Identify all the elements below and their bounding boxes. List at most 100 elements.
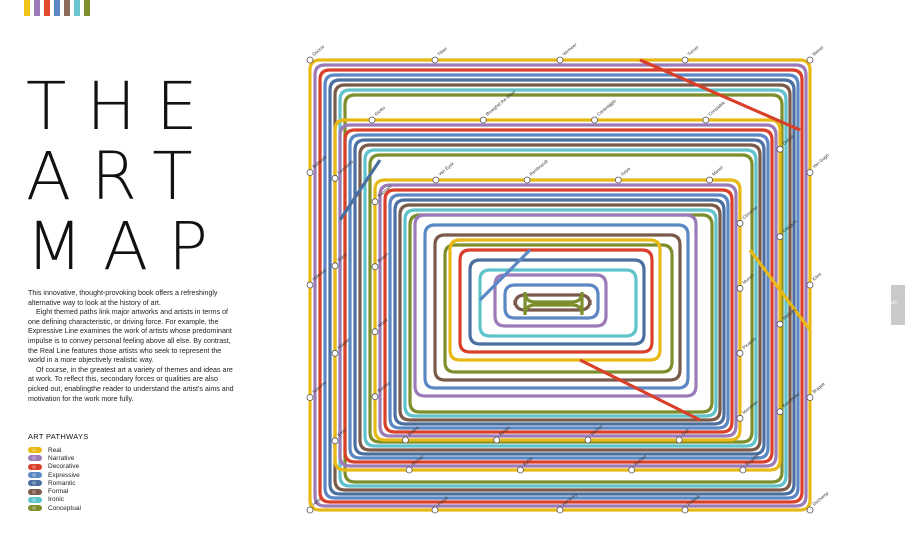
station-label: Klimt [811, 271, 822, 282]
legend-label: Real [48, 446, 62, 454]
metro-line [343, 128, 774, 464]
legend-label: Narrative [48, 454, 75, 462]
metro-line [413, 213, 698, 398]
station-dot [736, 414, 744, 422]
line-color-icon [28, 496, 42, 503]
legend-item: Real [28, 446, 81, 454]
station-label: Hirst [311, 497, 322, 507]
intro-text: This innovative, thought-provoking book … [28, 289, 238, 404]
metro-line [313, 63, 808, 508]
station-dot [681, 506, 689, 514]
metro-line [423, 223, 690, 390]
station-dot [806, 281, 814, 289]
station-dot [523, 176, 531, 184]
legend-label: Ironic [48, 496, 64, 504]
station-label: Brueghel the Elder [485, 89, 517, 117]
station-dot [306, 394, 314, 401]
intro-paragraph-1: This innovative, thought-provoking book … [28, 289, 218, 307]
legend-item: Narrative [28, 454, 81, 462]
metro-line [338, 123, 778, 468]
swatch-0 [24, 0, 30, 16]
station-dot [776, 320, 784, 328]
metro-connector [748, 249, 812, 331]
station-label: Titian [436, 46, 448, 57]
station-dot [306, 56, 314, 64]
station-dot [776, 145, 784, 153]
line-color-icon [28, 472, 42, 479]
page-title: THE ART MAP [26, 72, 228, 282]
station-dot [306, 506, 314, 514]
station-label: Kahlo [522, 455, 534, 467]
station-dot [591, 116, 598, 124]
metro-line [393, 198, 726, 426]
station-dot [402, 436, 409, 444]
station-dot [493, 436, 501, 444]
metro-line [523, 291, 584, 316]
legend-heading: ART PATHWAYS [28, 432, 89, 441]
station-dot [702, 116, 710, 124]
metro-connector [639, 58, 801, 132]
legend-label: Expressive [48, 471, 80, 479]
metro-line [383, 188, 734, 434]
station-dot [331, 349, 339, 357]
metro-line [443, 243, 674, 374]
swatch-3 [54, 0, 60, 16]
station-label: Duccio [311, 44, 325, 57]
station-dot [432, 176, 440, 184]
line-color-icon [28, 488, 42, 495]
legend-label: Decorative [48, 463, 80, 471]
metro-line [503, 283, 600, 320]
metro-line [408, 213, 714, 414]
line-color-icon [28, 447, 42, 454]
station-label: Caravaggio [596, 98, 617, 117]
metro-line [318, 68, 804, 504]
station-dot [306, 281, 314, 289]
station-dot [431, 506, 439, 514]
legend-item: Romantic [28, 479, 81, 487]
metro-line [358, 143, 762, 452]
title-line-1: THE [26, 68, 218, 145]
station-label: Turner [686, 44, 700, 57]
metro-connector [579, 358, 701, 422]
metro-line [333, 118, 782, 472]
station-dot [806, 56, 814, 64]
station-dot [479, 116, 487, 124]
station-label: Freud [436, 495, 449, 507]
line-color-icon [28, 505, 42, 512]
station-dot [628, 466, 636, 474]
station-dot [736, 349, 744, 357]
metro-line [388, 193, 730, 430]
station-label: Monet [811, 44, 824, 56]
station-label: Goya [620, 166, 632, 177]
legend-label: Romantic [48, 479, 76, 487]
metro-line [398, 203, 722, 422]
intro-paragraph-2: Eight themed paths link major artworks a… [28, 308, 232, 365]
station-dot [736, 219, 744, 227]
legend-item: Conceptual [28, 504, 81, 512]
metro-line [448, 238, 662, 362]
station-dot [306, 169, 314, 176]
station-dot [614, 176, 622, 184]
station-dot [371, 263, 379, 271]
legend-item: Expressive [28, 471, 81, 479]
station-dot [806, 506, 814, 514]
metro-line [308, 58, 812, 512]
metro-line [348, 133, 770, 460]
station-dot [681, 56, 689, 64]
swatch-6 [84, 0, 90, 16]
metro-line [373, 178, 742, 442]
legend-item: Ironic [28, 496, 81, 504]
station-dot [806, 169, 814, 176]
station-label: Van Eyck [437, 160, 455, 176]
station-dot [736, 284, 744, 292]
line-color-icon [28, 455, 42, 462]
station-dot [706, 176, 713, 184]
station-dot [556, 506, 564, 514]
station-dot [331, 437, 339, 445]
metro-line [468, 258, 646, 346]
station-dot [331, 174, 339, 182]
station-label: Giotto [374, 105, 387, 117]
metro-line [353, 138, 766, 456]
metro-line [458, 248, 654, 354]
